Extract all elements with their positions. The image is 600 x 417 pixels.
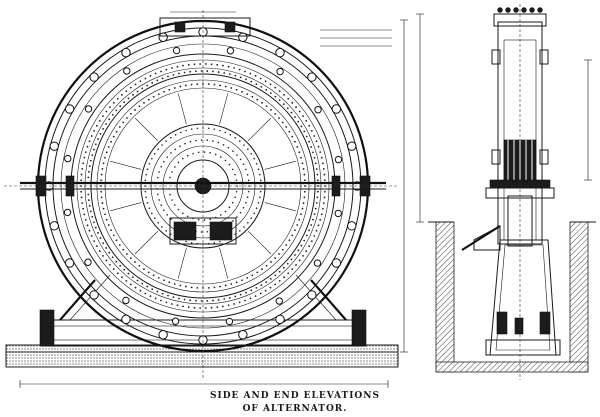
pit-wall-right [569, 221, 589, 373]
brush-gear-block [169, 217, 237, 245]
side-foot-right [351, 309, 367, 347]
side-foundation [5, 344, 399, 368]
side-elevation [4, 10, 408, 388]
end-elevation [416, 4, 596, 380]
end-pedestal [489, 239, 557, 356]
caption-line-1: SIDE AND END ELEVATIONS [210, 391, 380, 401]
pit-floor [435, 361, 589, 373]
top-lug [159, 17, 251, 37]
pit-wall-left [435, 221, 455, 373]
side-foot-left [39, 309, 55, 347]
caption-line-2: OF ALTERNATOR. [242, 404, 348, 414]
